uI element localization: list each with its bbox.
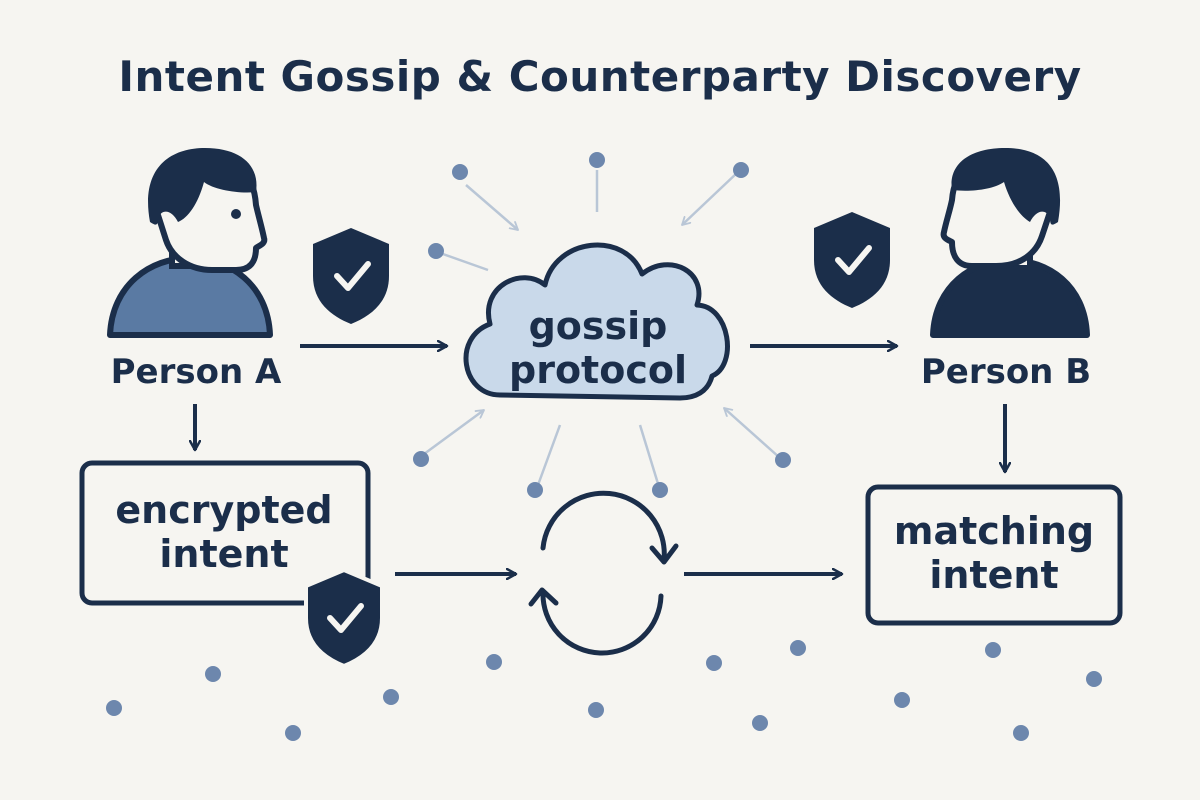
node-dot-icon bbox=[775, 452, 791, 468]
cloud-icon bbox=[463, 242, 730, 401]
cloud-label-line1: gossip bbox=[528, 304, 668, 348]
spoke bbox=[465, 184, 518, 231]
node-dot-icon bbox=[383, 689, 399, 705]
shield-check-icon bbox=[304, 567, 384, 669]
spoke bbox=[536, 424, 562, 486]
encrypted-intent-label: encrypted intent bbox=[84, 488, 364, 576]
node-dot-icon bbox=[790, 640, 806, 656]
person-b-icon bbox=[930, 148, 1090, 338]
shield-check-icon bbox=[814, 212, 890, 308]
node-dot-icon bbox=[706, 655, 722, 671]
encrypted-intent-line1: encrypted bbox=[115, 488, 333, 532]
spoke bbox=[682, 171, 739, 225]
node-dot-icon bbox=[985, 642, 1001, 658]
node-dot-icon bbox=[486, 654, 502, 670]
sync-icon bbox=[528, 490, 679, 656]
node-dot-icon bbox=[1086, 671, 1102, 687]
person-b-label: Person B bbox=[920, 352, 1092, 392]
diagram-title: Intent Gossip & Counterparty Discovery bbox=[118, 52, 1082, 101]
spoke bbox=[724, 407, 781, 459]
node-dot-icon bbox=[106, 700, 122, 716]
matching-intent-line1: matching bbox=[893, 509, 1095, 553]
matching-intent-box bbox=[865, 484, 1123, 626]
person-a-icon bbox=[107, 148, 273, 338]
node-dot-icon bbox=[589, 152, 605, 168]
cloud-label: gossip protocol bbox=[478, 304, 718, 392]
cloud-label-line2: protocol bbox=[509, 348, 687, 392]
shield-check-icon bbox=[313, 228, 389, 324]
node-dot-icon bbox=[733, 162, 749, 178]
node-dot-icon bbox=[413, 451, 429, 467]
person-a-label: Person A bbox=[110, 352, 282, 392]
node-dot-icon bbox=[285, 725, 301, 741]
node-dot-icon bbox=[428, 243, 444, 259]
node-dot-icon bbox=[752, 715, 768, 731]
spoke bbox=[419, 408, 484, 459]
node-dot-icon bbox=[652, 482, 668, 498]
node-dot-icon bbox=[1013, 725, 1029, 741]
matching-intent-label: matching intent bbox=[854, 509, 1134, 597]
spoke bbox=[439, 251, 489, 272]
node-dot-icon bbox=[452, 164, 468, 180]
node-dot-icon bbox=[527, 482, 543, 498]
node-dot-icon bbox=[205, 666, 221, 682]
encrypted-intent-line2: intent bbox=[159, 532, 289, 576]
network-nodes bbox=[106, 152, 1102, 741]
node-dot-icon bbox=[588, 702, 604, 718]
encrypted-intent-box bbox=[79, 460, 371, 606]
spoke bbox=[638, 424, 661, 488]
matching-intent-line2: intent bbox=[929, 553, 1059, 597]
flow-arrows bbox=[195, 346, 1005, 574]
gossip-spokes bbox=[419, 170, 781, 488]
node-dot-icon bbox=[894, 692, 910, 708]
